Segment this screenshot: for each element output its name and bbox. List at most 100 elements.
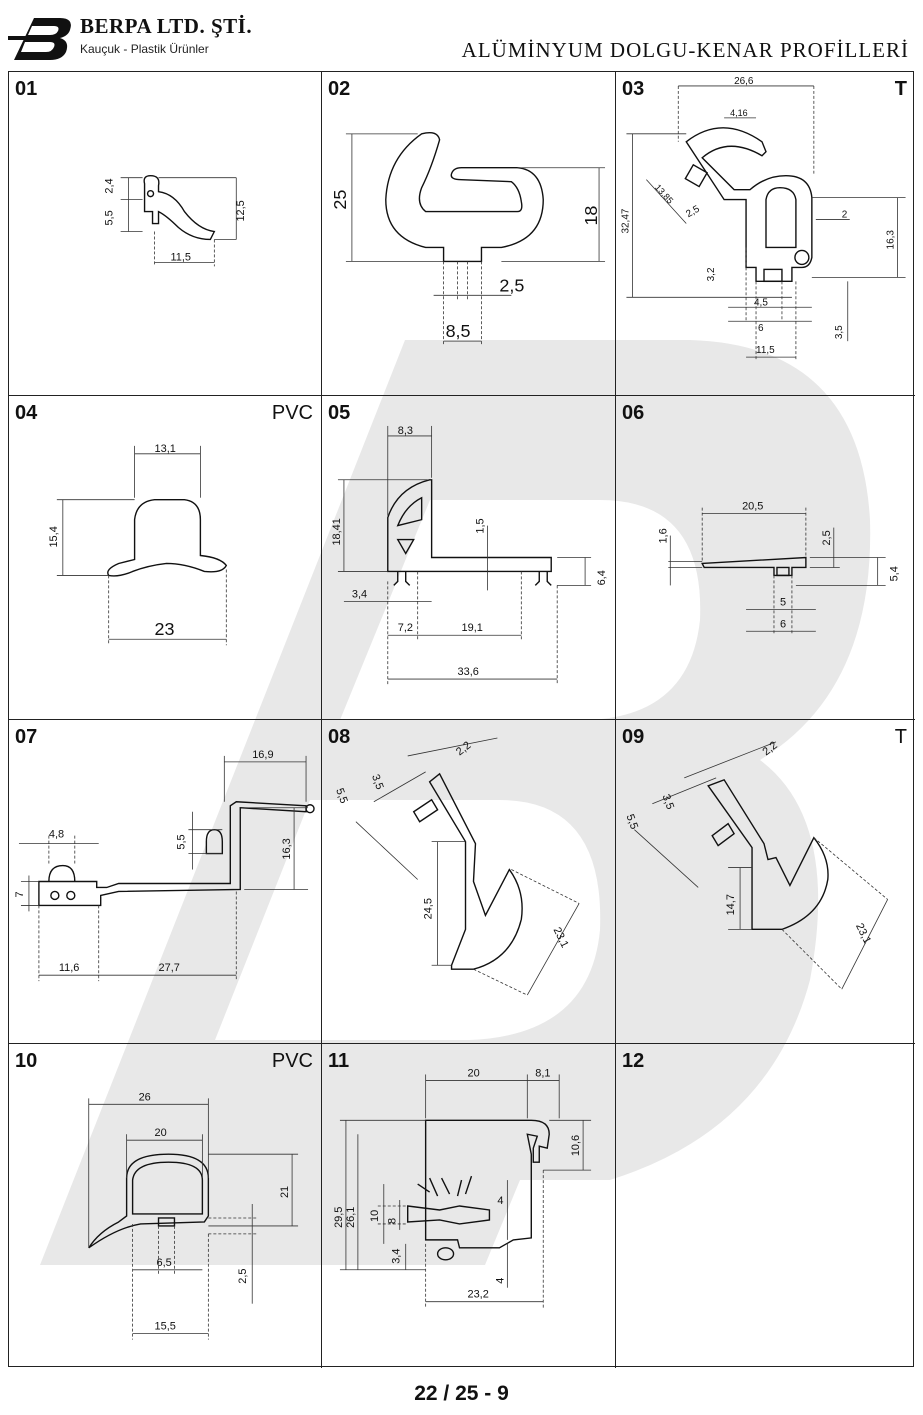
page-number: 22 / 25 - 9: [414, 1382, 509, 1405]
profile-number: 09: [622, 726, 645, 748]
dim-label: 23,1: [853, 921, 873, 945]
dim-label: 14,7: [725, 894, 737, 915]
dim-label: 6: [758, 323, 764, 334]
profile-number: 03: [622, 78, 645, 100]
dim-label: 4,8: [49, 829, 64, 841]
profile-drawing-08: 2,2 3,5 5,5 24,5 23,1: [333, 737, 580, 996]
dim-label: 16,3: [886, 230, 897, 250]
dim-label: 8,3: [398, 425, 413, 437]
profile-drawing-06: 20,5 1,6 2,5 5,4 5 6: [657, 501, 901, 636]
dim-label: 4,5: [754, 297, 768, 308]
profile-cell-12: 12: [616, 1044, 915, 1368]
dim-label: 11,5: [756, 345, 775, 356]
dim-label: 4,16: [730, 108, 747, 118]
dim-label: 15,5: [155, 1321, 176, 1333]
dim-label: 5,5: [333, 787, 349, 805]
dim-label: 33,6: [458, 666, 479, 678]
dim-label: 18,41: [331, 518, 343, 545]
profile-drawing-02: 25 18 2,5 8,5: [330, 132, 606, 347]
dim-label: 3,5: [660, 793, 676, 811]
dim-label: 8,5: [446, 321, 471, 341]
dim-label: 20: [468, 1067, 480, 1079]
dim-label: 7: [14, 891, 26, 897]
profile-cell-06: 06 20,5 1,6 2,5 5,4 5 6: [616, 396, 915, 720]
dim-label: 8,1: [535, 1067, 550, 1079]
brand-name: BERPA LTD. ŞTİ.: [80, 14, 253, 38]
dim-label: 16,3: [281, 838, 293, 859]
dim-label: 3,4: [352, 588, 367, 600]
profile-number: 11: [328, 1050, 350, 1072]
dim-label: 3,5: [369, 773, 385, 791]
dim-label: 23,1: [551, 925, 571, 949]
dim-label: 8: [387, 1218, 399, 1224]
dim-label: 3,4: [391, 1249, 403, 1264]
dim-label: 13,1: [155, 443, 176, 455]
dim-label: 5,5: [624, 813, 640, 831]
profile-cell-04: 04 PVC 13,1 15,4 23: [9, 396, 322, 720]
dim-label: 4: [497, 1195, 503, 1207]
profile-cell-11: 11 20 8,: [322, 1044, 616, 1368]
profile-number: 04: [15, 402, 38, 424]
dim-label: 5: [780, 596, 786, 608]
dim-label: 29,5: [333, 1207, 345, 1228]
dim-label: 1,5: [474, 518, 486, 533]
profile-cell-03: 03 T 26,6: [616, 72, 915, 396]
dim-label: 19,1: [462, 622, 483, 634]
profile-number: 01: [15, 78, 38, 100]
dim-label: 6: [780, 618, 786, 630]
profile-number: 07: [15, 726, 38, 748]
dim-label: 3,5: [834, 325, 845, 339]
profile-drawing-10: 26 20 21 6,5 2,5 15,5: [88, 1091, 299, 1340]
dim-label: 23: [155, 619, 175, 639]
profile-drawing-01: 2,4 5,5 12,5 11,5: [104, 174, 247, 267]
dim-label: 26,6: [734, 76, 754, 87]
dim-label: 26: [139, 1091, 151, 1103]
dim-label: 2,2: [454, 739, 473, 758]
profile-number: 02: [328, 78, 351, 100]
dim-label: 32,47: [620, 208, 631, 233]
profile-drawing-11: 20 8,1 10,6 29,5 26,1 4 10 8 3,4 4 23,2: [333, 1067, 592, 1308]
dim-label: 1,6: [657, 528, 669, 543]
dim-label: 2,5: [684, 203, 702, 220]
profile-tag: T: [894, 78, 907, 100]
dim-label: 2,4: [104, 178, 116, 193]
brand-subtitle: Kauçuk - Plastik Ürünler: [80, 42, 209, 56]
profile-cell-09: 09 T 2,2 3,5 5,5 14,7 23,1: [616, 720, 915, 1044]
dim-label: 2,5: [499, 275, 524, 295]
dim-label: 24,5: [423, 898, 435, 919]
dim-label: 3,2: [706, 267, 717, 281]
dim-label: 23,2: [468, 1289, 489, 1301]
profile-tag: PVC: [271, 402, 313, 424]
dim-label: 12,5: [235, 200, 247, 221]
profile-number: 05: [328, 402, 351, 424]
dim-label: 21: [279, 1186, 291, 1198]
profile-number: 08: [328, 726, 351, 748]
dim-label: 10,6: [570, 1135, 582, 1156]
dim-label: 18: [581, 206, 601, 226]
dim-label: 26,1: [345, 1207, 357, 1228]
dim-label: 5,4: [889, 566, 901, 581]
dim-label: 11,6: [59, 962, 80, 974]
profile-drawing-07: 16,9 4,8 5,5 16,3 7 11,6 27,7: [14, 749, 315, 982]
profile-drawing-03: 26,6 4,16 32,47 13,85 2,5 2 16,3 3,2 4,5…: [620, 76, 906, 362]
profile-cell-01: 01 2,4 5,5 12,5 11,5: [9, 72, 322, 396]
dim-label: 25: [330, 190, 350, 210]
dim-label: 15,4: [48, 526, 60, 547]
dim-label: 5,5: [104, 210, 116, 225]
page-title: ALÜMİNYUM DOLGU-KENAR PROFİLLERİ: [461, 38, 909, 62]
profile-number: 12: [622, 1050, 645, 1072]
profile-number: 06: [622, 402, 645, 424]
profile-drawing-09: 2,2 3,5 5,5 14,7 23,1: [624, 739, 888, 990]
dim-label: 16,9: [252, 749, 273, 761]
profile-cell-10: 10 PVC 26 20 21 6,5: [9, 1044, 322, 1368]
profile-tag: PVC: [271, 1050, 313, 1072]
dim-label: 20,5: [742, 501, 763, 513]
dim-label: 20: [155, 1127, 167, 1139]
dim-label: 4: [494, 1278, 506, 1284]
profile-cell-05: 05 8,3 18,41 1,5: [322, 396, 616, 720]
profile-cell-08: 08 2,2 3,5 5,5 24,5 23,1: [322, 720, 616, 1044]
profile-cell-07: 07 16,9: [9, 720, 322, 1044]
dim-label: 6,4: [596, 570, 608, 585]
profile-cell-02: 02 25 18 2,5 8,5: [322, 72, 616, 396]
profile-drawing-04: 13,1 15,4 23: [48, 443, 228, 646]
